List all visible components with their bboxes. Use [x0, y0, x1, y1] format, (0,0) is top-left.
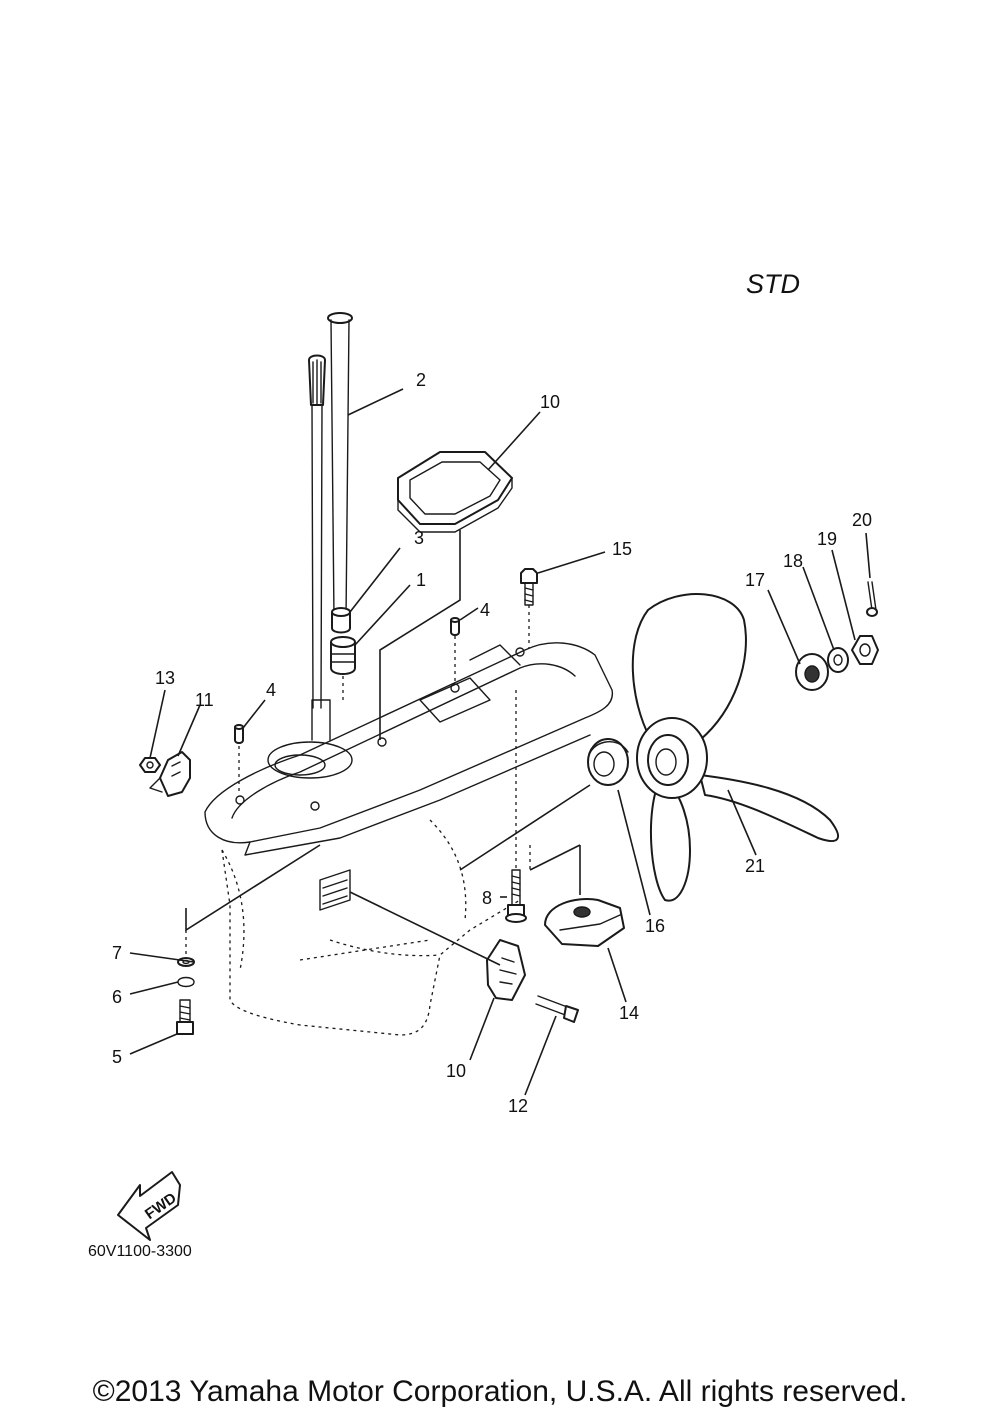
label-part-7: 7: [112, 943, 122, 963]
shift-rod: [308, 354, 326, 709]
label-part-12: 12: [508, 1096, 528, 1116]
part-4-dowel-left: [234, 724, 244, 744]
label-part-11: 11: [195, 690, 214, 710]
part-4-dowel-right: [450, 617, 460, 636]
part-17-spacer: [795, 653, 829, 691]
part-5-bolt: [176, 999, 194, 1035]
part-18-washer: [827, 647, 849, 673]
label-part-1: 1: [416, 570, 426, 590]
part-2-driveshaft-tube: [327, 312, 353, 619]
label-part-10: 10: [446, 1061, 466, 1081]
part-21-propeller: [631, 593, 840, 902]
label-part-3: 3: [414, 528, 424, 548]
part-10-trim-tab: [486, 939, 526, 1001]
part-6-lockwasher: [177, 976, 195, 988]
part-19-nut: [851, 635, 879, 665]
label-part-4-right: 4: [480, 600, 490, 620]
label-part-13: 13: [155, 668, 175, 688]
part-11-anode: [149, 751, 191, 797]
part-20-cotter-pin: [866, 581, 878, 617]
copyright-notice: ©2013 Yamaha Motor Corporation, U.S.A. A…: [92, 1375, 908, 1408]
part-13-nut: [139, 757, 161, 773]
label-part-14: 14: [619, 1003, 639, 1023]
label-part-9: 10: [540, 392, 560, 412]
label-part-21: 21: [745, 856, 765, 876]
label-part-17: 17: [745, 570, 765, 590]
part-8-bolt: [505, 869, 527, 923]
part-14-anode: [544, 898, 625, 947]
variant-label: STD: [746, 269, 800, 299]
label-part-19: 19: [817, 529, 837, 549]
leader-lines: [129, 388, 871, 1096]
part-12-screw: [535, 995, 579, 1023]
label-part-6: 6: [112, 987, 122, 1007]
fwd-arrow-icon: FWD: [117, 1171, 181, 1241]
lower-casing: [204, 642, 614, 1036]
label-part-18: 18: [783, 551, 803, 571]
assembly-guides: [185, 605, 531, 955]
label-part-5: 5: [112, 1047, 122, 1067]
part-16-thrust-washer: [587, 738, 629, 786]
part-labels: 2 10 3 1 4 4 15 13 11 7 6 5 8 10 12 14 1…: [112, 370, 872, 1116]
part-1-grommet: [330, 636, 356, 675]
part-3-bushing: [331, 607, 351, 634]
label-part-15: 15: [612, 539, 632, 559]
diagram-code: 60V1100-3300: [88, 1243, 192, 1260]
label-part-16: 16: [645, 916, 665, 936]
part-9-seal: [397, 451, 513, 533]
part-15-bolt: [520, 568, 538, 606]
label-part-2: 2: [416, 370, 426, 390]
label-part-20: 20: [852, 510, 872, 530]
label-part-4-left: 4: [266, 680, 276, 700]
label-part-8: 8: [482, 888, 492, 908]
